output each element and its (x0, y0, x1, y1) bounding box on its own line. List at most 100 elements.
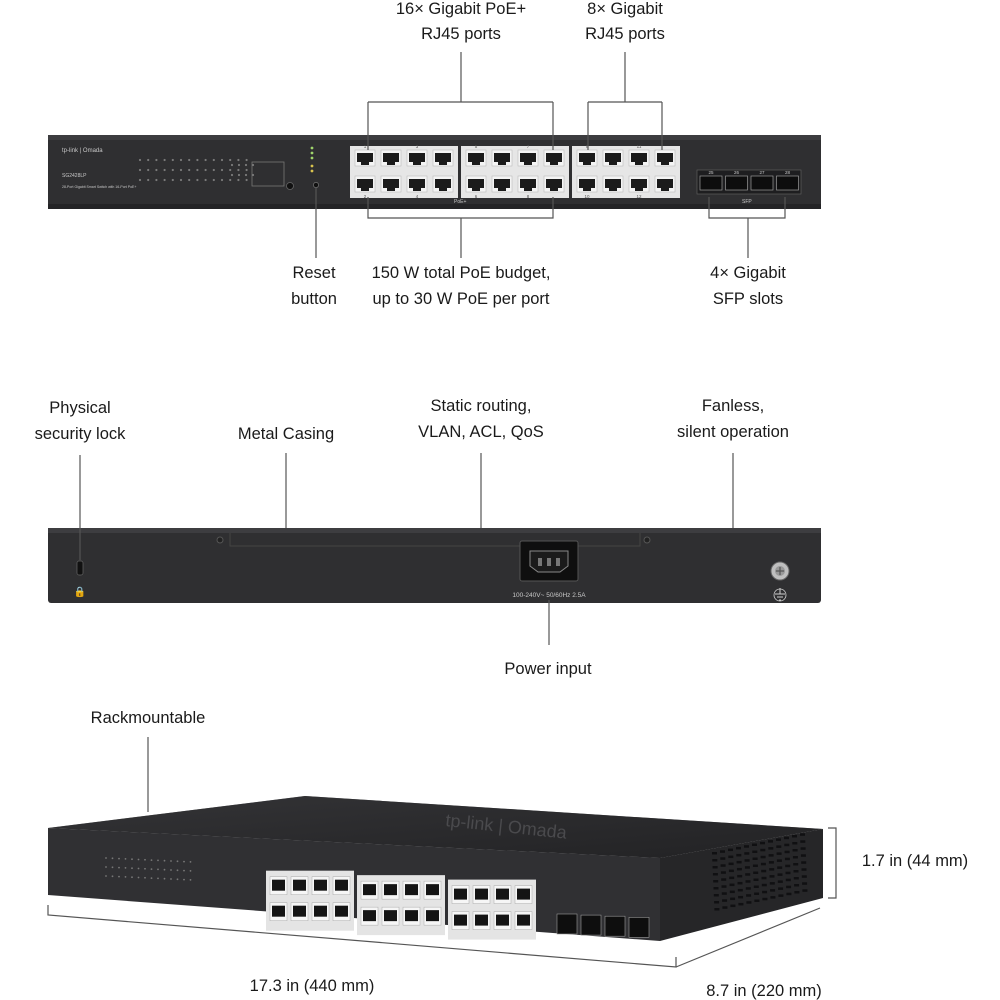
led-dot (204, 158, 207, 162)
rj45-port[interactable] (384, 884, 397, 896)
rj45-port[interactable] (496, 914, 509, 926)
vent-hole (776, 859, 782, 862)
rj45-port[interactable] (357, 153, 373, 165)
rj45-port[interactable] (363, 910, 376, 922)
led-dot (212, 178, 215, 182)
rj45-port[interactable] (579, 179, 595, 191)
vent-hole (753, 885, 759, 888)
port-number-bottom: 10 (584, 194, 590, 199)
rj45-port[interactable] (383, 153, 399, 165)
rj45-port[interactable] (405, 884, 418, 896)
rj45-port[interactable] (520, 179, 536, 191)
vent-hole (762, 897, 768, 901)
sfp-slot[interactable] (604, 915, 626, 937)
rj45-port[interactable] (335, 905, 348, 917)
led-dot (179, 168, 183, 172)
vent-hole (714, 901, 720, 904)
led-dot (171, 178, 174, 182)
rj45-port[interactable] (517, 888, 530, 900)
rj45-port[interactable] (314, 905, 327, 917)
routing-label-line1: Static routing, (431, 397, 532, 415)
port-number-top: 11 (637, 144, 642, 149)
rj45-port[interactable] (384, 910, 397, 922)
rj45-port[interactable] (363, 884, 376, 896)
vent-hole (761, 869, 767, 873)
led-dot (150, 868, 153, 870)
vent-hole (800, 847, 806, 850)
vent-hole (784, 836, 789, 840)
kensington-lock-slot[interactable] (76, 560, 84, 576)
rj45-port[interactable] (494, 153, 510, 165)
led-dot (176, 869, 179, 872)
port-number-top: 9 (586, 144, 589, 149)
rj45-port[interactable] (468, 153, 484, 165)
rj45-port[interactable] (475, 888, 488, 900)
sfp-slot[interactable] (725, 175, 748, 191)
led-dot (147, 178, 150, 182)
rj45-port[interactable] (520, 153, 536, 165)
rj45-port[interactable] (409, 153, 425, 165)
rj45-port[interactable] (335, 879, 348, 891)
led-dot (131, 858, 133, 861)
rj45-port[interactable] (357, 179, 373, 191)
rj45-port[interactable] (605, 153, 621, 165)
led-dot (163, 158, 166, 162)
vent-hole (778, 887, 784, 890)
rj45-port[interactable] (468, 179, 484, 191)
vent-hole (793, 877, 799, 880)
rj45-port[interactable] (546, 179, 562, 191)
rj45-port[interactable] (631, 153, 647, 165)
rj45-port[interactable] (454, 914, 467, 926)
led-dot (124, 876, 127, 878)
rj45-port[interactable] (496, 888, 509, 900)
led-dot (196, 158, 199, 162)
sfp-slot[interactable] (750, 175, 774, 191)
rj45-port[interactable] (435, 153, 451, 165)
vent-hole (768, 861, 774, 864)
vent-hole (720, 864, 726, 867)
led-dot (245, 178, 248, 182)
port-number-bottom: 6 (475, 194, 478, 199)
sfp-slot[interactable] (699, 175, 723, 191)
rj45-port[interactable] (454, 888, 467, 900)
rj45-port[interactable] (383, 179, 399, 191)
led-dot (220, 178, 224, 182)
vent-hole (776, 845, 782, 848)
vent-hole (754, 892, 760, 895)
rj45-port[interactable] (579, 153, 595, 165)
sfp-slot[interactable] (580, 914, 602, 936)
vent-hole (745, 873, 751, 876)
rj45-port[interactable] (631, 179, 647, 191)
rj45-port[interactable] (605, 179, 621, 191)
led-dot (163, 859, 166, 862)
rj45-port[interactable] (272, 879, 285, 891)
sfp-slot[interactable] (556, 913, 578, 935)
rj45-port[interactable] (657, 179, 673, 191)
sfp-slot[interactable] (776, 175, 799, 191)
port-number-top: 5 (475, 144, 478, 149)
rj45-port[interactable] (405, 910, 418, 922)
rj45-port[interactable] (293, 879, 306, 891)
rj45-port[interactable] (409, 179, 425, 191)
rj45-port[interactable] (517, 914, 530, 926)
rj45-port[interactable] (435, 179, 451, 191)
vent-hole (785, 864, 791, 868)
reset-button[interactable] (286, 182, 294, 190)
rj45-port[interactable] (272, 905, 285, 917)
rj45-port[interactable] (314, 879, 327, 891)
poe-budget-label-line1: 150 W total PoE budget, (372, 264, 551, 282)
rj45-port[interactable] (475, 914, 488, 926)
rj45-port[interactable] (293, 905, 306, 917)
rj45-port[interactable] (546, 153, 562, 165)
rj45-port[interactable] (426, 884, 439, 896)
led-dot (144, 867, 146, 870)
vent-hole (752, 843, 757, 846)
vent-hole (753, 871, 759, 874)
rj45-port[interactable] (657, 153, 673, 165)
vent-hole (729, 876, 735, 880)
perspective-front-details (105, 857, 650, 940)
rj45-port[interactable] (494, 179, 510, 191)
sfp-slot[interactable] (628, 916, 650, 938)
rj45-port[interactable] (426, 910, 439, 922)
vent-hole (778, 894, 784, 897)
